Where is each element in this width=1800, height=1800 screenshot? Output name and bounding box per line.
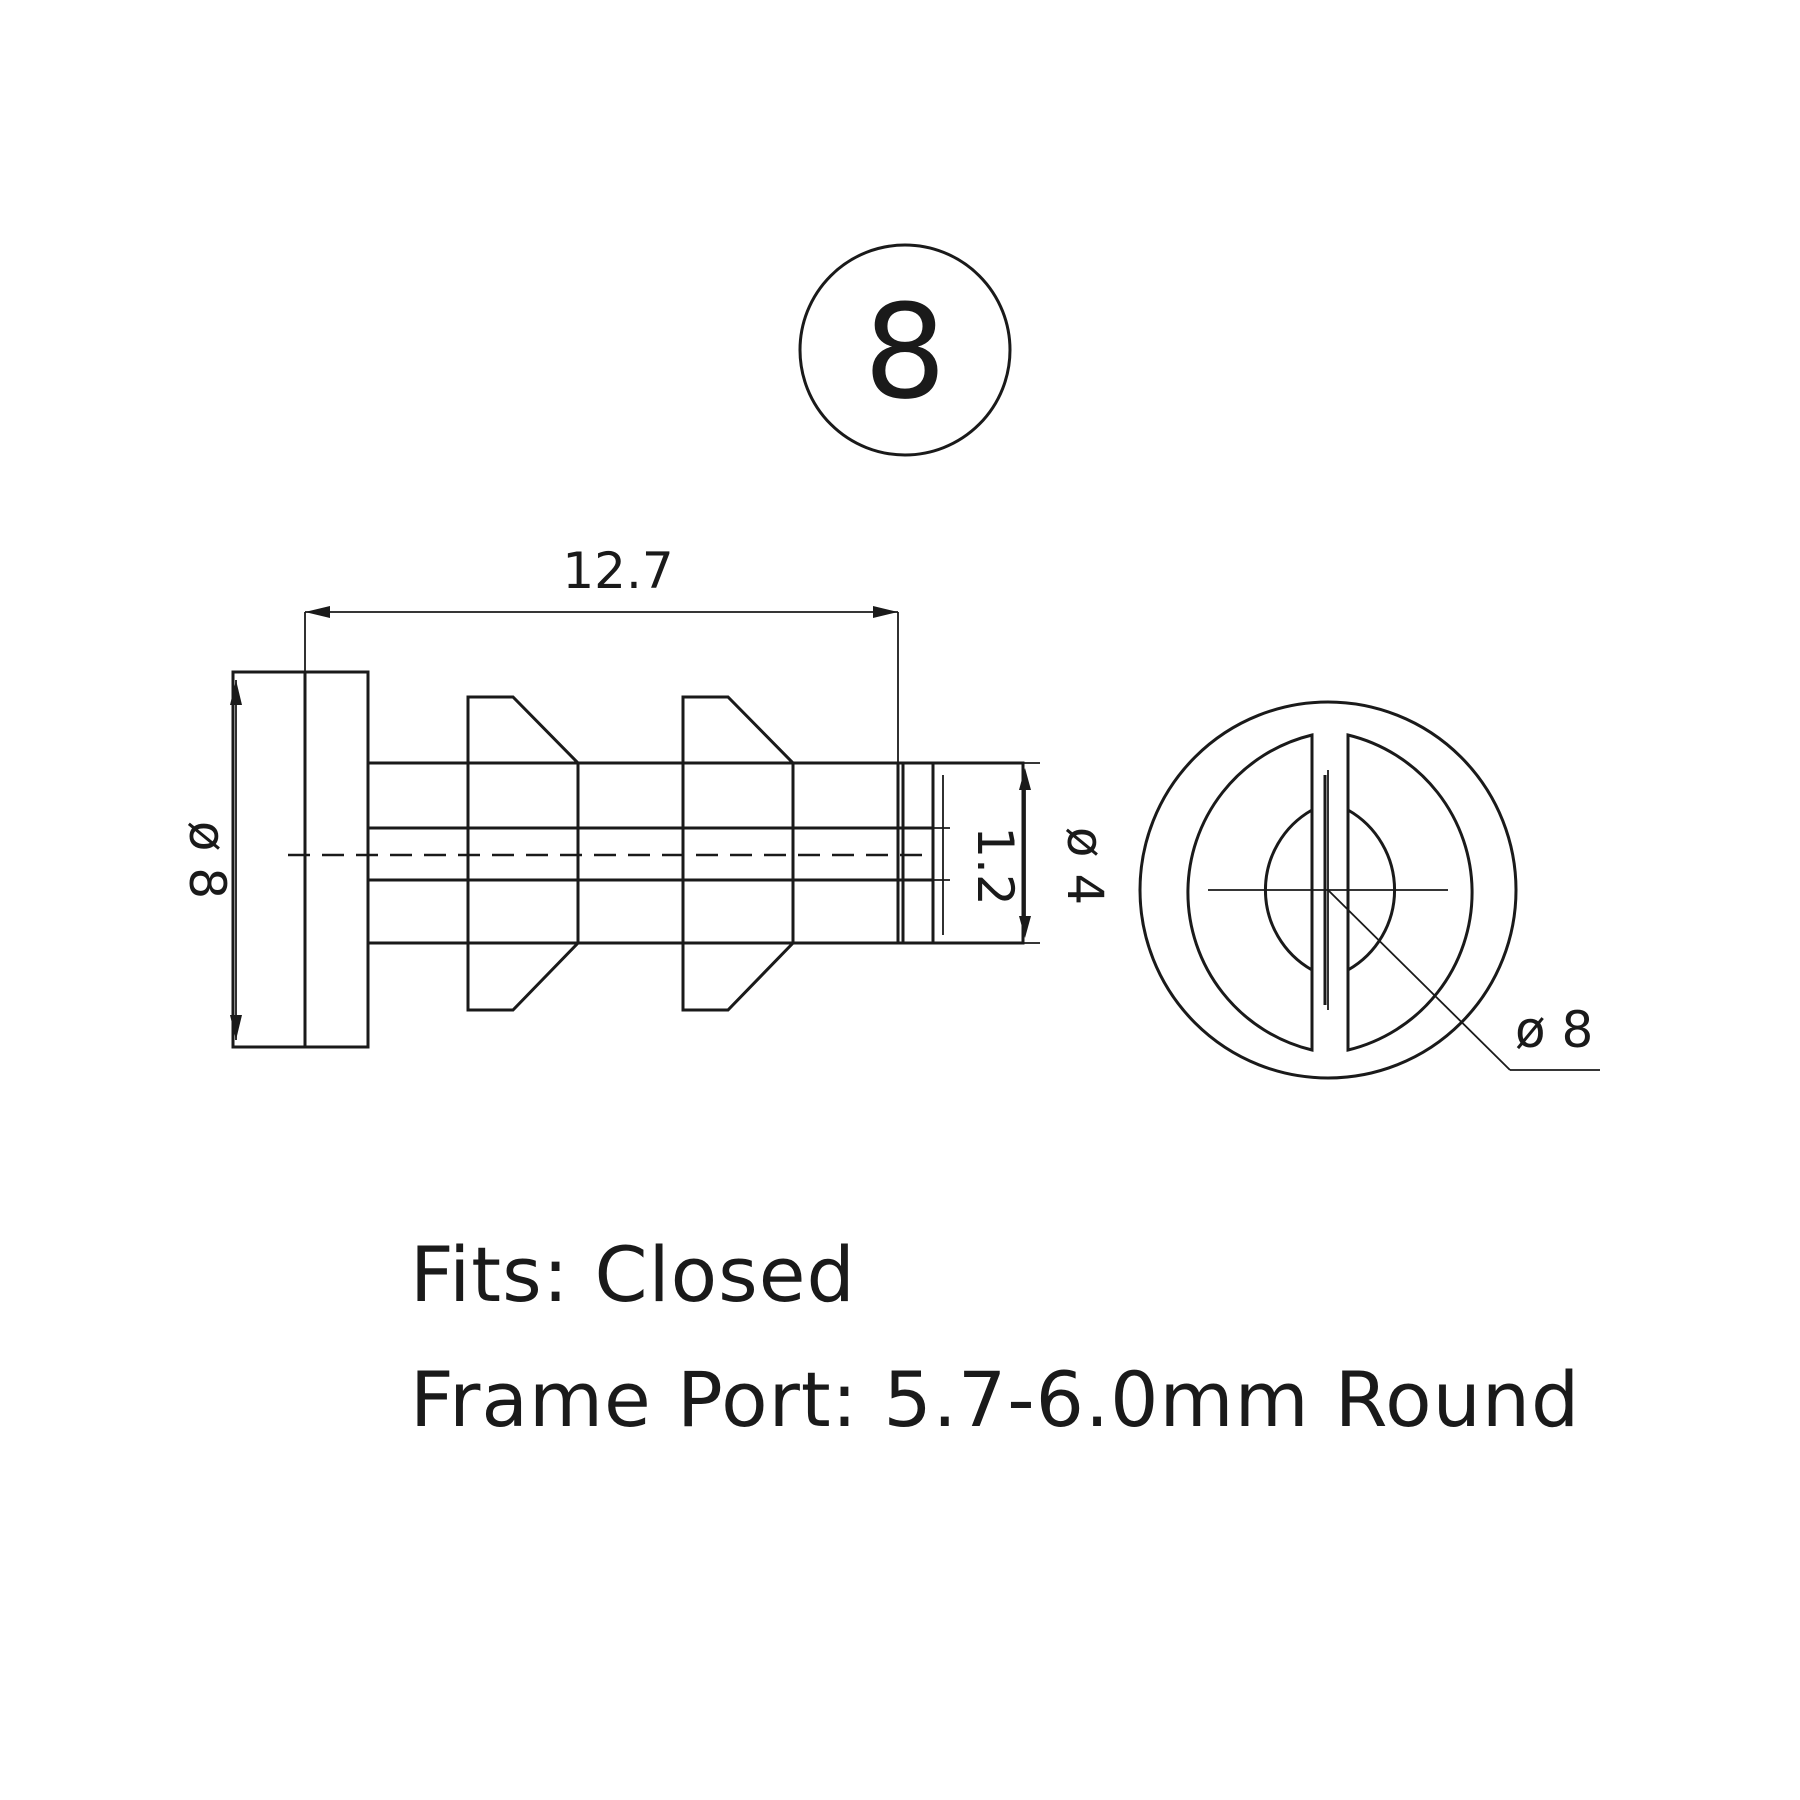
arrow-bottom <box>1019 916 1031 938</box>
leader-line <box>1327 889 1511 1071</box>
flange-diameter-dimension: ø 8 <box>178 680 242 1040</box>
badge-number: 8 <box>864 276 947 428</box>
side-view: 12.7 ø 8 1.2 ø 4 <box>178 542 1114 1049</box>
arrow-left <box>305 606 330 618</box>
hole-label: 1.2 <box>966 826 1024 906</box>
tip-diameter-dimension: ø 4 <box>1019 762 1114 944</box>
flange-diameter-label: ø 8 <box>178 821 236 899</box>
arrow-right <box>873 606 898 618</box>
length-label: 12.7 <box>562 542 673 600</box>
rib-1 <box>466 695 580 1012</box>
arrow-top <box>1019 768 1031 790</box>
arrow-bottom <box>230 1015 242 1040</box>
badge-circle <box>798 243 1012 457</box>
length-dimension: 12.7 <box>304 542 899 763</box>
arrow-top <box>230 680 242 705</box>
left-half <box>1186 733 1314 1052</box>
end-diameter-label: ø 8 <box>1515 1001 1593 1059</box>
tip-diameter-label: ø 4 <box>1056 827 1114 905</box>
hole-dimension: 1.2 <box>933 775 1024 935</box>
fits-caption: Fits: Closed <box>410 1230 856 1319</box>
end-view: ø 8 <box>1138 700 1600 1080</box>
rib-2 <box>681 695 795 1012</box>
frame-port-caption: Frame Port: 5.7-6.0mm Round <box>410 1355 1581 1444</box>
shaft-body <box>366 761 905 945</box>
part-number-badge: 8 <box>798 243 1012 457</box>
outer-circle <box>1138 700 1518 1080</box>
tip-outline <box>896 761 1025 945</box>
right-half <box>1346 733 1474 1052</box>
flange-outline <box>231 670 370 1049</box>
